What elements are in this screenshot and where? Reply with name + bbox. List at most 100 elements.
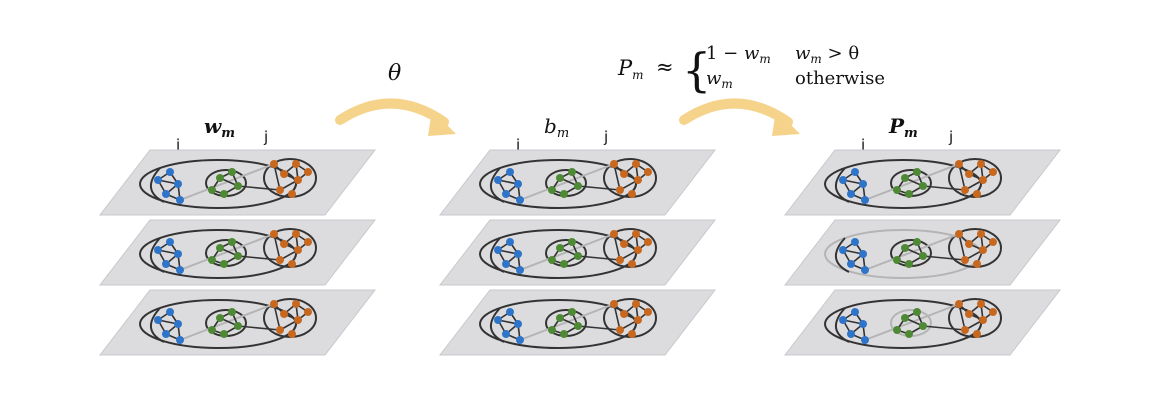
graph-node <box>851 238 859 246</box>
graph-node <box>506 238 514 246</box>
inter-community-edge <box>519 303 615 341</box>
graph-node <box>893 326 901 334</box>
edge <box>922 325 966 331</box>
graph-node <box>568 168 576 176</box>
graph-node <box>270 230 278 238</box>
graph-node <box>502 190 510 198</box>
graph-node <box>304 168 312 176</box>
formula-case2-expr: wm <box>706 68 733 91</box>
panel-label: bm <box>544 114 569 141</box>
panel-label: wm <box>204 114 235 141</box>
graph-node <box>280 310 288 318</box>
graph-node <box>965 310 973 318</box>
graph-node <box>973 330 981 338</box>
community-loop <box>835 237 850 273</box>
graph-node <box>644 308 652 316</box>
graph-node <box>216 244 224 252</box>
graph-node <box>859 320 867 328</box>
graph-node <box>634 316 642 324</box>
graph-node <box>556 314 564 322</box>
inter-community-edge <box>864 163 960 201</box>
graph-node <box>174 320 182 328</box>
graph-node <box>977 160 985 168</box>
edge <box>577 185 621 191</box>
graph-node <box>644 168 652 176</box>
graph-node <box>292 230 300 238</box>
edge <box>613 233 621 261</box>
graph-node <box>620 170 628 178</box>
graph-node <box>304 308 312 316</box>
graph-node <box>234 322 242 330</box>
graph-node <box>280 240 288 248</box>
graph-node <box>965 240 973 248</box>
formula-brace: { <box>682 43 711 97</box>
graph-node <box>634 246 642 254</box>
graph-node <box>973 260 981 268</box>
edge <box>922 255 966 261</box>
graph-node <box>208 256 216 264</box>
graph-node <box>304 238 312 246</box>
graph-node <box>977 300 985 308</box>
graph-node <box>913 308 921 316</box>
formula-case1-cond: wm > θ <box>795 43 859 66</box>
inter-community-edge <box>864 233 960 271</box>
graph-node <box>216 174 224 182</box>
edge <box>958 233 966 261</box>
community-loop <box>835 167 850 203</box>
graph-node <box>162 190 170 198</box>
community-loop <box>150 167 165 203</box>
graph-node <box>859 180 867 188</box>
graph-node <box>208 186 216 194</box>
edge <box>237 325 281 331</box>
graph-node <box>234 182 242 190</box>
graph-node <box>961 326 969 334</box>
graph-node <box>574 322 582 330</box>
edge <box>613 163 621 191</box>
node-label-i: i <box>516 136 520 154</box>
graph-node <box>919 322 927 330</box>
edge <box>237 185 281 191</box>
community-loop <box>835 307 850 343</box>
edge <box>273 303 281 331</box>
graph-node <box>548 186 556 194</box>
graph-node <box>228 308 236 316</box>
graph-node <box>494 246 502 254</box>
arrow-label-theta: θ <box>388 61 401 86</box>
graph-node <box>514 180 522 188</box>
inter-community-edge <box>519 233 615 271</box>
node-label-i: i <box>861 136 865 154</box>
graph-node <box>616 326 624 334</box>
graph-node <box>574 252 582 260</box>
graph-node <box>616 186 624 194</box>
inter-community-edge <box>179 163 275 201</box>
graph-node <box>216 314 224 322</box>
graph-node <box>516 196 524 204</box>
graph-node <box>234 252 242 260</box>
graph-node <box>270 300 278 308</box>
graph-node <box>632 160 640 168</box>
arrow-head <box>772 110 800 136</box>
edge <box>577 325 621 331</box>
graph-node <box>847 330 855 338</box>
edge <box>237 255 281 261</box>
community-loop <box>150 237 165 273</box>
graph-node <box>556 244 564 252</box>
graph-node <box>632 300 640 308</box>
graph-node <box>905 190 913 198</box>
graph-node <box>174 250 182 258</box>
community-loop <box>490 307 505 343</box>
graph-node <box>276 256 284 264</box>
graph-node <box>548 256 556 264</box>
graph-node <box>901 174 909 182</box>
graph-node <box>276 326 284 334</box>
graph-node <box>166 308 174 316</box>
edge <box>613 303 621 331</box>
graph-node <box>610 300 618 308</box>
graph-node <box>977 230 985 238</box>
community-loop <box>490 167 505 203</box>
graph-node <box>270 160 278 168</box>
graph-node <box>893 186 901 194</box>
